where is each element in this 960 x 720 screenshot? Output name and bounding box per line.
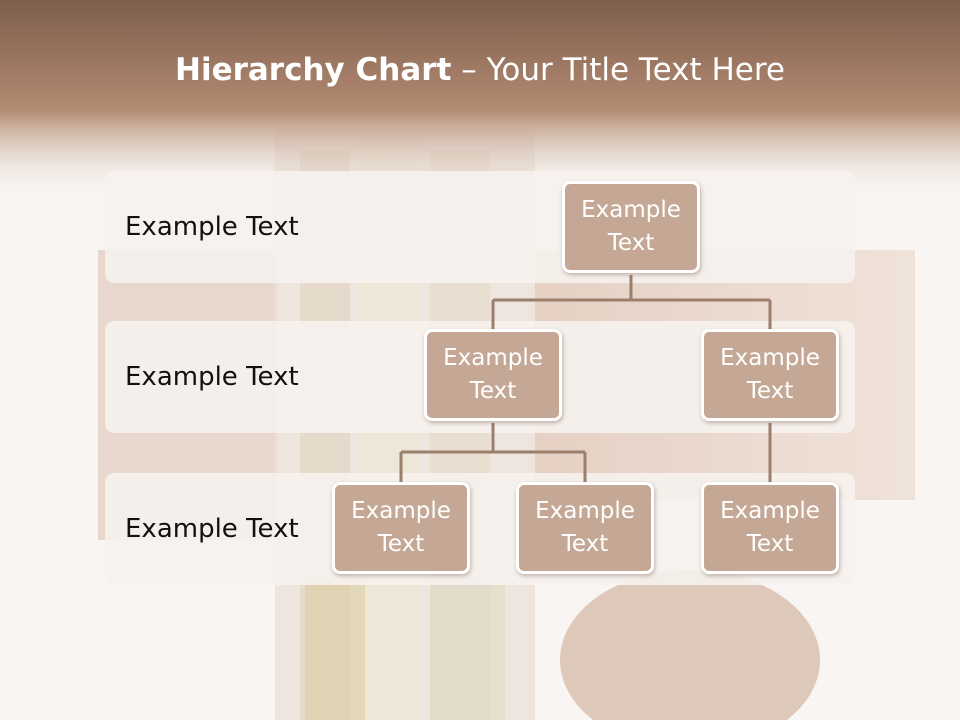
level-label-3: Example Text xyxy=(125,514,299,544)
node-level2-right-text: Example Text xyxy=(720,345,820,404)
node-level3-middle[interactable]: Example Text xyxy=(516,482,654,574)
node-level3-right[interactable]: Example Text xyxy=(701,482,839,574)
slide-title: Hierarchy Chart – Your Title Text Here xyxy=(0,52,960,88)
node-level2-left[interactable]: Example Text xyxy=(424,329,562,421)
title-rest: – Your Title Text Here xyxy=(451,52,785,88)
node-level2-left-text: Example Text xyxy=(443,345,543,404)
node-level3-left[interactable]: Example Text xyxy=(332,482,470,574)
node-level3-left-text: Example Text xyxy=(351,498,451,557)
title-bold: Hierarchy Chart xyxy=(175,52,452,88)
node-root-text: Example Text xyxy=(581,197,681,256)
node-root[interactable]: Example Text xyxy=(562,181,700,273)
level-label-2: Example Text xyxy=(125,362,299,392)
node-level3-right-text: Example Text xyxy=(720,498,820,557)
level-band-1: Example Text xyxy=(105,171,855,283)
node-level3-middle-text: Example Text xyxy=(535,498,635,557)
node-level2-right[interactable]: Example Text xyxy=(701,329,839,421)
level-label-1: Example Text xyxy=(125,212,299,242)
